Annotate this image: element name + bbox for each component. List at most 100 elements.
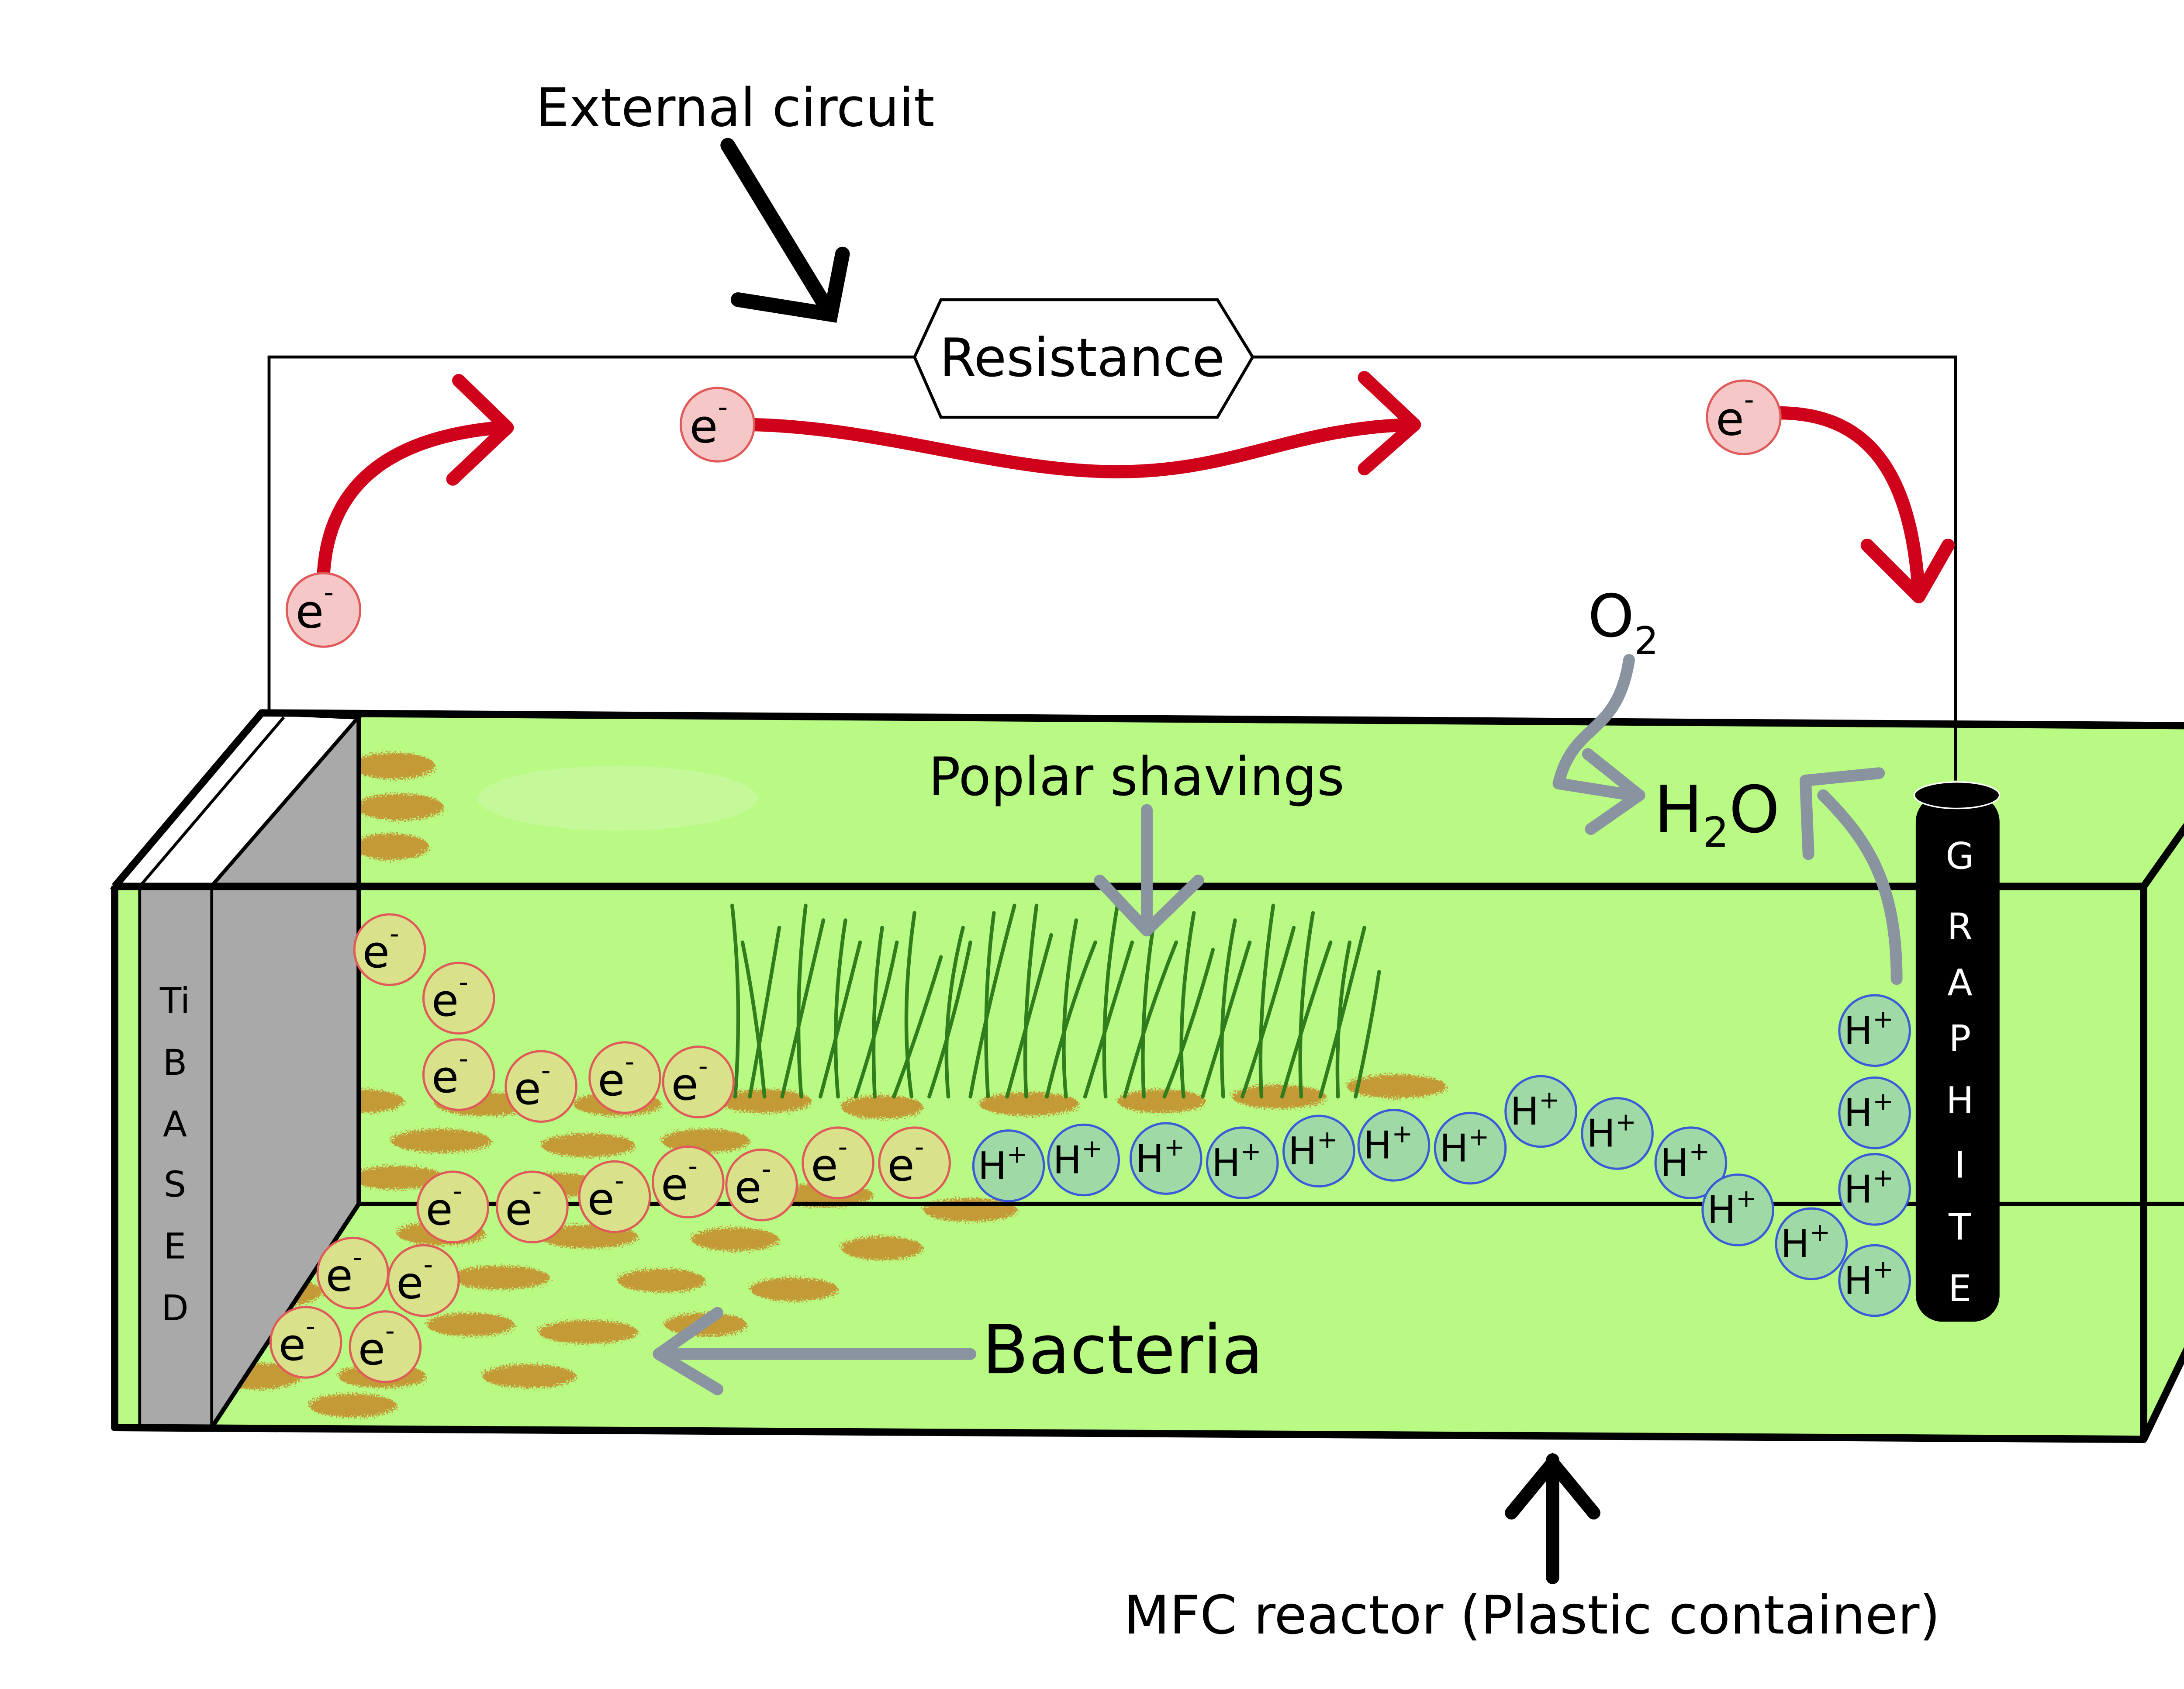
cathode-label-letter: R [1947, 905, 1973, 948]
poplar-shavings-graphic [730, 903, 1381, 1099]
o2-to-h2o-arrowhead [1582, 748, 1645, 835]
proton-particle: H+ [1838, 1244, 1911, 1317]
electron-arrowhead-left [446, 374, 514, 486]
svg-text:H+: H+ [1844, 1255, 1894, 1303]
electron-particle: e- [651, 1146, 725, 1218]
svg-text:e-: e- [734, 1154, 771, 1213]
bacteria-pointer-arrowhead [653, 1307, 724, 1395]
anode-label-letter: Ti [159, 980, 190, 1021]
resistance-element: Resistance [912, 298, 1254, 419]
electron-arrow-left [317, 421, 507, 581]
external-circuit-pointer-arrow [720, 138, 850, 323]
reactor-container [114, 713, 2184, 1440]
svg-text:e-: e- [326, 1242, 363, 1301]
bacteria-label: Bacteria [982, 1310, 1263, 1389]
svg-text:H+: H+ [978, 1140, 1028, 1188]
svg-text:H+: H+ [1440, 1122, 1489, 1170]
proton-particle: H+ [1357, 1109, 1431, 1182]
svg-text:H+: H+ [1363, 1120, 1413, 1168]
anode-label-letter: B [163, 1042, 187, 1083]
graphite-rod-top [1913, 781, 2001, 810]
proton-particle: H+ [1206, 1126, 1279, 1200]
svg-text:e-: e- [279, 1311, 315, 1371]
svg-text:e-: e- [396, 1249, 433, 1309]
svg-text:H+: H+ [1844, 1087, 1894, 1135]
anode-plate-front [138, 885, 214, 1429]
electron-particle: e- [422, 962, 495, 1035]
proton-particle: H+ [1775, 1207, 1848, 1281]
svg-text:e-: e- [505, 1176, 542, 1236]
svg-text:H+: H+ [1707, 1184, 1757, 1232]
electron-particle: e- [505, 1050, 577, 1123]
svg-text:e-: e- [426, 1176, 463, 1236]
anode-plate-face [211, 717, 359, 1428]
o2-label: O2 [1588, 582, 1659, 663]
electron-particle: e- [269, 1306, 342, 1379]
cathode-label-letter: T [1948, 1205, 1971, 1248]
svg-text:H+: H+ [1586, 1108, 1636, 1156]
proton-particle: H+ [1282, 1114, 1355, 1188]
electron-particle: e- [1706, 379, 1782, 455]
water-surface-highlight [477, 765, 757, 831]
electron-particle: e- [662, 1045, 735, 1118]
external-circuit-label: External circuit [536, 77, 934, 139]
electron-particle: e- [578, 1160, 651, 1233]
proton-particle: H+ [1838, 1076, 1911, 1149]
mfc-reactor-pointer-arrow [1505, 1452, 1600, 1585]
svg-text:e-: e- [661, 1151, 698, 1210]
proton-particle: H+ [1581, 1097, 1654, 1170]
reactor-front-face [114, 886, 2144, 1440]
svg-text:H+: H+ [1844, 1164, 1894, 1212]
electron-arrow-middle [746, 418, 1418, 478]
electron-arrow-right [1772, 406, 1925, 599]
electron-particle: e- [422, 1038, 495, 1111]
electron-flow-arrows [317, 371, 1955, 603]
svg-text:e-: e- [296, 576, 334, 639]
resistance-box [912, 298, 1254, 419]
reactor-edges [111, 709, 2184, 1443]
mfc-reactor-label: MFC reactor (Plastic container) [1124, 1585, 1940, 1646]
electron-particle: e- [878, 1126, 951, 1200]
anode-label-letter: E [164, 1226, 186, 1267]
svg-text:e-: e- [432, 1044, 468, 1103]
svg-text:e-: e- [690, 391, 728, 453]
electron-particle: e- [387, 1244, 460, 1317]
svg-text:e-: e- [587, 1166, 624, 1225]
proton-particles: H+H+H+H+H+H+H+H+H+H+H+H+H+H+H+H+ [972, 994, 1911, 1317]
svg-text:H+: H+ [1135, 1133, 1185, 1181]
proton-particle: H+ [1047, 1123, 1120, 1197]
poplar-pointer-arrowhead [1094, 875, 1204, 937]
reactor-right-face [2143, 829, 2184, 1440]
electron-arrowhead-right [1860, 538, 1955, 603]
electron-particle: e- [316, 1236, 390, 1310]
anode-label-letter: D [161, 1288, 188, 1329]
proton-particle: H+ [1654, 1126, 1728, 1200]
cathode-label-letter: P [1949, 1017, 1971, 1060]
o2-to-h2o-arrow [1552, 654, 1638, 801]
cathode-label-letter: H [1946, 1079, 1973, 1121]
proton-particle: H+ [1504, 1075, 1577, 1148]
cathode-label-letter: E [1948, 1267, 1971, 1310]
electron-particle: e- [725, 1148, 798, 1222]
svg-text:e-: e- [514, 1056, 550, 1115]
electron-particle: e- [802, 1126, 874, 1200]
anode-label-letter: A [163, 1104, 187, 1145]
electron-particles: e-e-e-e-e-e-e-e-e-e-e-e-e-e-e-e-e-e-e-e- [269, 379, 1782, 1383]
svg-text:H+: H+ [1781, 1218, 1831, 1266]
svg-text:H+: H+ [1844, 1005, 1894, 1053]
electron-particle: e- [496, 1170, 569, 1244]
electron-particle: e- [285, 572, 362, 648]
cathode-label-letter: G [1946, 835, 1974, 878]
svg-text:e-: e- [811, 1132, 847, 1191]
proton-particle: H+ [1701, 1173, 1774, 1246]
h2o-label: H2O [1654, 772, 1780, 857]
reactor-top-face [114, 713, 2184, 886]
svg-text:H+: H+ [1510, 1086, 1560, 1134]
svg-text:e-: e- [598, 1046, 634, 1106]
svg-text:H+: H+ [1288, 1125, 1338, 1173]
svg-text:e-: e- [432, 967, 468, 1027]
proton-particle: H+ [1838, 994, 1911, 1067]
